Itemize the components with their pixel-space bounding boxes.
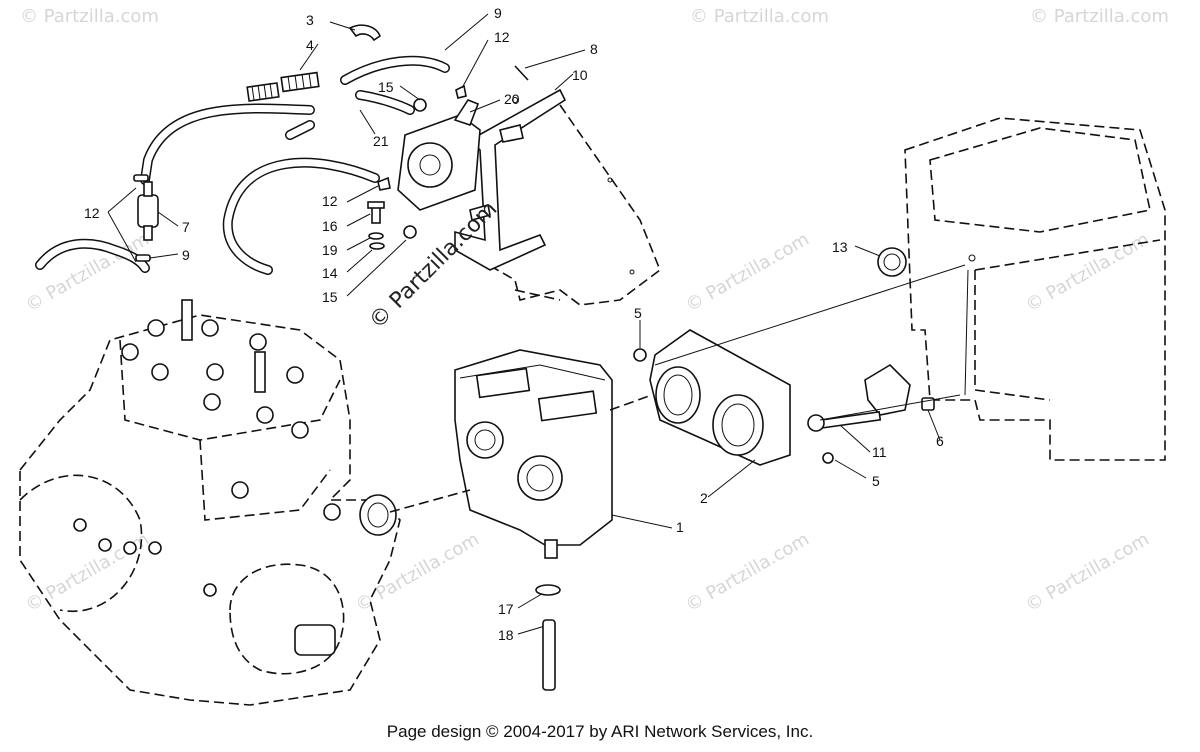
callout-10: 10 — [572, 67, 588, 83]
callout-16: 16 — [322, 218, 338, 234]
chassis-outline — [479, 104, 661, 306]
hose-clamp — [348, 24, 381, 42]
engine-outline — [19, 299, 401, 706]
callout-15: 15 — [378, 79, 394, 95]
callout-11: 11 — [872, 444, 887, 460]
callout-21: 21 — [373, 133, 389, 149]
callout-4: 4 — [306, 37, 314, 53]
carburetor — [454, 349, 613, 559]
watermark: © Partzilla.com — [682, 529, 813, 617]
callout-12: 12 — [494, 29, 510, 45]
fuel-pump-bracket — [454, 88, 567, 271]
callout-13: 13 — [832, 239, 848, 255]
callout-19: 19 — [322, 242, 338, 258]
float-bowl-parts — [535, 584, 561, 691]
callout-5: 5 — [872, 473, 880, 489]
callout-14: 14 — [322, 265, 338, 281]
callout-8: 8 — [590, 41, 598, 57]
callout-15: 15 — [322, 289, 338, 305]
callout-9: 9 — [494, 5, 502, 21]
callout-5: 5 — [634, 305, 642, 321]
watermark: © Partzilla.com — [1030, 6, 1169, 27]
callout-12: 12 — [84, 205, 100, 221]
callout-20: 20 — [504, 91, 520, 107]
fuel-pump — [397, 99, 524, 222]
leader-lines — [107, 13, 969, 635]
intake-adapter — [649, 329, 791, 466]
airbox-outline — [904, 117, 1166, 461]
small-hardware — [367, 65, 529, 250]
watermark: © Partzilla.com — [690, 6, 829, 27]
callout-1: 1 — [676, 519, 684, 535]
airbox-hardware — [633, 247, 935, 464]
callout-12: 12 — [322, 193, 338, 209]
mount-hole — [968, 254, 976, 262]
callout-6: 6 — [936, 433, 944, 449]
callout-3: 3 — [306, 12, 314, 28]
watermark: © Partzilla.com — [1022, 229, 1153, 317]
hose-springs — [246, 71, 320, 102]
callout-2: 2 — [700, 490, 708, 506]
callout-18: 18 — [498, 627, 514, 643]
fuel-filter — [133, 174, 159, 262]
callout-9: 9 — [182, 247, 190, 263]
page-footer: Page design © 2004-2017 by ARI Network S… — [386, 722, 814, 741]
watermark: © Partzilla.com — [682, 229, 813, 317]
callout-17: 17 — [498, 601, 514, 617]
watermark: © Partzilla.com — [1022, 529, 1153, 617]
callout-7: 7 — [182, 219, 190, 235]
watermark: © Partzilla.com — [20, 6, 159, 27]
callout-labels: 3 4 9 12 8 10 15 20 21 12 7 9 12 16 19 1… — [84, 5, 944, 643]
